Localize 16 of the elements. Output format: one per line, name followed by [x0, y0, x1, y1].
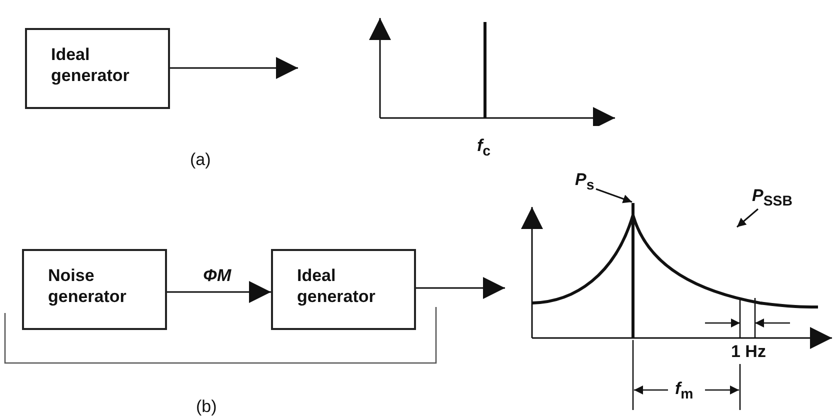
dimension-label: f$_{m}$ — [675, 379, 694, 402]
generator-box: Ideal generator — [271, 249, 416, 330]
power-label: P$_{SSB}$ — [752, 186, 792, 210]
generator-box: Noise generator — [22, 249, 167, 330]
generator-box: Ideal generator — [25, 28, 170, 109]
edge-label: ΦM — [203, 266, 232, 286]
arrow — [170, 57, 298, 79]
axis-label: f$_{c}$ — [477, 136, 491, 160]
leader-arrow — [596, 188, 632, 204]
panel-label: (a) — [190, 150, 211, 170]
power-label: P$_{s}$ — [575, 170, 594, 194]
dimension-label: 1 Hz — [731, 342, 766, 362]
arrow — [416, 277, 505, 299]
leader-arrow — [736, 208, 758, 228]
panel-label: (b) — [196, 397, 217, 417]
arrow — [167, 281, 271, 303]
